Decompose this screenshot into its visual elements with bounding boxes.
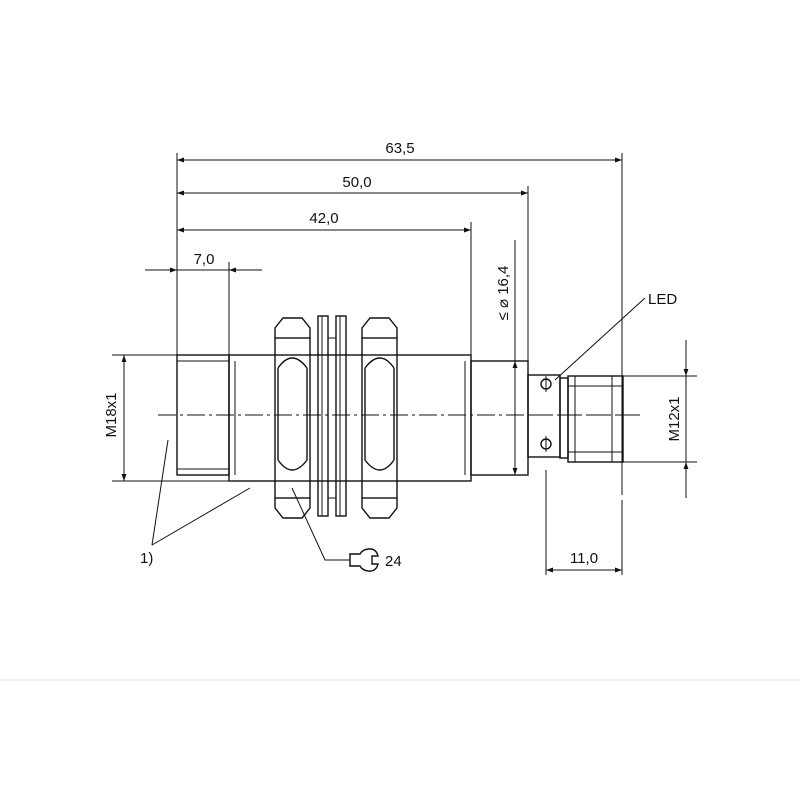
dim-overall-length-label: 63,5 — [385, 140, 414, 157]
led-leader — [554, 297, 646, 381]
hex-nut-right — [361, 317, 398, 519]
dim-body-diameter-label: ≤ ⌀ 16,4 — [495, 266, 512, 321]
wrench-icon — [349, 548, 379, 572]
lock-washers — [317, 315, 347, 517]
note-marker-label: 1) — [140, 550, 153, 567]
dim-front-face-length-label: 7,0 — [194, 251, 215, 268]
led-indicators — [540, 376, 552, 452]
m12-connector — [527, 374, 640, 463]
wrench-size-label: 24 — [385, 553, 402, 570]
note-leaders — [151, 439, 251, 546]
dim-length-to-connector-label: 50,0 — [342, 174, 371, 191]
rear-body — [470, 360, 529, 476]
dim-body-thread-label: M18x1 — [103, 392, 120, 437]
extension-lines — [112, 153, 697, 575]
led-callout-label: LED — [648, 291, 677, 308]
dim-connector-thread-label: M12x1 — [666, 396, 683, 441]
threaded-body — [228, 354, 472, 482]
hex-nut-left — [274, 317, 311, 519]
dim-thread-length-label: 42,0 — [309, 210, 338, 227]
dim-connector-length-label: 11,0 — [570, 550, 598, 567]
sensor-body — [176, 354, 529, 482]
wrench-leader — [291, 487, 379, 572]
